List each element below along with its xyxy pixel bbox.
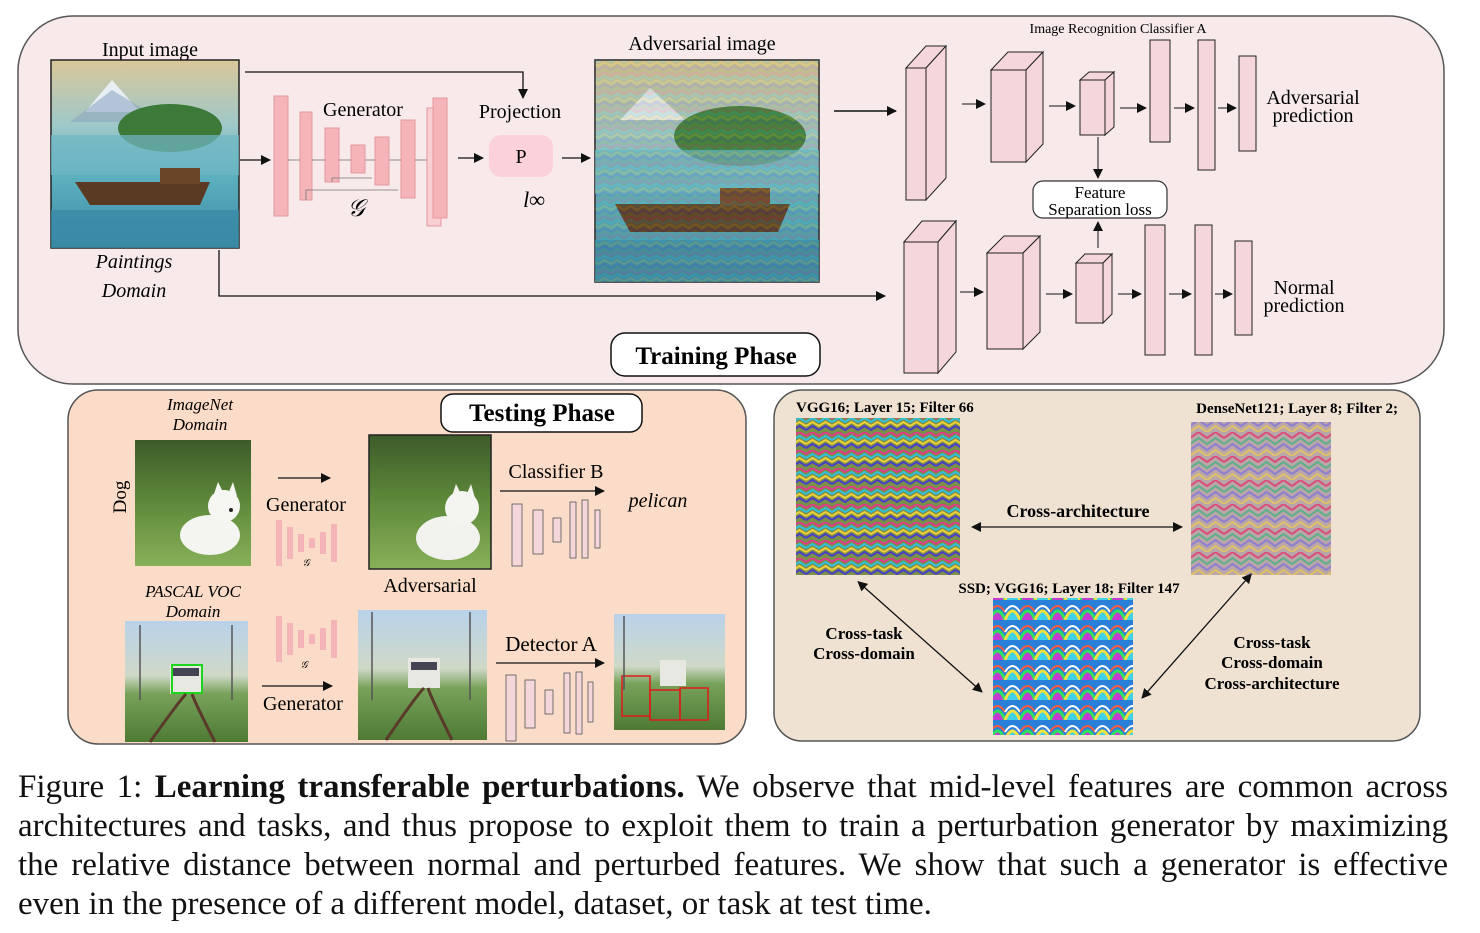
generator-label: Generator xyxy=(323,99,403,121)
right-cross-task: Cross-task xyxy=(1233,633,1311,652)
imagenet-domain-line1: ImageNet xyxy=(166,395,234,414)
densenet-label: DenseNet121; Layer 8; Filter 2; xyxy=(1196,401,1398,417)
dog-label: Dog xyxy=(110,480,131,513)
test-generator-label-bottom: Generator xyxy=(263,693,343,715)
normal-prediction-line1: Normal xyxy=(1273,277,1335,299)
training-phase-badge xyxy=(610,332,821,377)
test-generator-network-bottom xyxy=(276,616,337,662)
classifier-b-label: Classifier B xyxy=(509,461,604,483)
imagenet-domain-line2: Domain xyxy=(172,415,228,434)
left-cross-task: Cross-task xyxy=(825,624,903,643)
adversarial-prediction-line1: Adversarial xyxy=(1266,87,1360,109)
adversarial-prediction-line2: prediction xyxy=(1272,105,1353,127)
detector-a-label: Detector A xyxy=(505,632,597,656)
right-cross-architecture: Cross-architecture xyxy=(1204,674,1339,693)
voc-domain-line1: PASCAL VOC xyxy=(144,582,241,601)
classifier-b-network xyxy=(511,499,601,567)
testing-phase-title: Testing Phase xyxy=(469,400,615,427)
norm-symbol: l∞ xyxy=(523,187,545,212)
ssd-feature-image xyxy=(993,598,1133,735)
skip-arrow-top xyxy=(245,71,528,99)
normal-prediction-line2: prediction xyxy=(1263,295,1344,317)
input-image-label: Input image xyxy=(102,39,198,61)
adversarial-label: Adversarial xyxy=(383,575,477,597)
classifier-a-label: Image Recognition Classifier A xyxy=(1030,22,1208,37)
figure-caption: Figure 1: Learning transferable perturba… xyxy=(18,768,1448,924)
classifier-network-top xyxy=(904,39,1257,202)
projection-box xyxy=(489,135,553,177)
paintings-domain-line1: Paintings xyxy=(95,251,173,273)
train-image xyxy=(125,621,248,743)
generator-symbol: 𝒢 xyxy=(347,196,368,222)
adversarial-dog-image xyxy=(368,434,492,570)
generator-connectors xyxy=(288,159,427,200)
training-phase-title: Training Phase xyxy=(635,343,796,370)
adversarial-train-image xyxy=(358,610,487,741)
test-generator-symbol-top: 𝒢 xyxy=(302,558,311,569)
test-generator-label-top: Generator xyxy=(266,494,346,516)
densenet-feature-image xyxy=(1191,422,1331,575)
prediction-pelican: pelican xyxy=(627,490,688,512)
adversarial-image-label: Adversarial image xyxy=(628,33,775,55)
loss-line1: Feature xyxy=(1075,183,1126,202)
input-painting xyxy=(50,59,240,249)
cross-task-domain-arrow-left xyxy=(857,581,983,693)
detector-a-network xyxy=(505,671,594,742)
projection-box-label: P xyxy=(515,146,526,168)
cross-all-arrow-right xyxy=(1141,573,1252,699)
projection-label: Projection xyxy=(479,101,561,123)
detection-output-image xyxy=(614,614,725,730)
adversarial-painting xyxy=(594,59,820,283)
testing-phase-badge xyxy=(440,393,643,433)
skip-arrow-bottom xyxy=(218,250,886,301)
classifier-arrows-bottom xyxy=(960,287,1233,299)
paintings-domain-line2: Domain xyxy=(101,280,166,302)
ssd-label: SSD; VGG16; Layer 18; Filter 147 xyxy=(958,581,1180,597)
classifier-network-bottom xyxy=(902,219,1253,375)
test-generator-network-top xyxy=(276,520,337,566)
left-cross-domain: Cross-domain xyxy=(813,644,915,663)
vgg-feature-image xyxy=(796,418,960,575)
classifier-arrows-top xyxy=(962,99,1237,179)
caption-prefix: Figure 1: xyxy=(18,769,155,805)
voc-domain-line2: Domain xyxy=(165,602,221,621)
cross-architecture-label: Cross-architecture xyxy=(1007,501,1150,521)
vgg-label: VGG16; Layer 15; Filter 66 xyxy=(796,400,974,416)
caption-bold: Learning transferable perturbations. xyxy=(154,769,685,805)
test-generator-symbol-bottom: 𝒢 xyxy=(300,660,309,671)
right-cross-domain: Cross-domain xyxy=(1221,653,1323,672)
caption-body: We observe that mid-level features are c… xyxy=(18,769,1449,922)
feature-separation-loss-box xyxy=(1032,180,1168,219)
loss-line2: Separation loss xyxy=(1048,200,1151,219)
dog-image xyxy=(135,440,251,566)
